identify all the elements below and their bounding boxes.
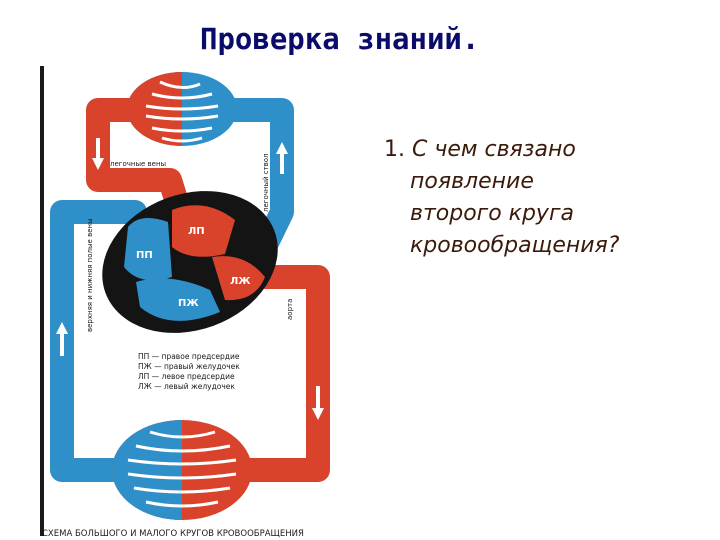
chamber-label-ra: ПП <box>136 250 153 261</box>
legend: ПП — правое предсердие ПЖ — правый желуд… <box>138 352 240 391</box>
question-line-3: второго круга <box>410 201 574 226</box>
aorta-path <box>245 265 330 482</box>
arrow-down-icon <box>312 386 324 420</box>
chamber-label-la: ЛП <box>188 226 205 237</box>
label-pulmonary-trunk: легочный ствол <box>262 153 270 212</box>
question-number: 1. <box>384 137 405 162</box>
legend-item: ЛП — левое предсердие <box>138 372 235 381</box>
legend-item: ПЖ — правый желудочек <box>138 362 240 371</box>
diagram-caption: СХЕМА БОЛЬШОГО И МАЛОГО КРУГОВ КРОВООБРА… <box>42 529 304 539</box>
question-line-1: С чем связано <box>412 137 576 162</box>
heart: ПП ПЖ ЛП ЛЖ <box>102 191 278 333</box>
label-pulmonary-veins: легочные вены <box>110 160 166 168</box>
left-atrium <box>172 205 235 257</box>
page-title: Проверка знаний. <box>200 22 480 56</box>
flow-arrows <box>56 138 324 420</box>
question-line-2: появление <box>410 169 534 194</box>
arrow-up-icon <box>276 142 288 174</box>
lung-capillaries <box>127 72 237 146</box>
arrow-up-icon <box>56 322 68 356</box>
circulation-diagram: ПП ПЖ ЛП ЛЖ легочные вены легочный ствол… <box>40 66 330 539</box>
arrow-down-icon <box>92 138 104 170</box>
body-capillaries <box>112 420 252 520</box>
chamber-label-lv: ЛЖ <box>230 276 251 287</box>
right-ventricle <box>136 278 220 321</box>
chamber-label-rv: ПЖ <box>178 298 199 309</box>
pulmonary-vein-path <box>86 98 192 216</box>
legend-item: ЛЖ — левый желудочек <box>138 382 235 391</box>
left-ventricle <box>212 256 265 301</box>
legend-item: ПП — правое предсердие <box>138 352 240 361</box>
left-border <box>40 66 44 536</box>
right-atrium <box>124 218 172 281</box>
question-text: 1. С чем связано появление второго круга… <box>384 134 684 262</box>
question-line-4: кровообращения? <box>410 233 620 258</box>
label-vena-cava: верхняя и нижняя полые вены <box>86 218 94 332</box>
label-aorta: аорта <box>286 299 294 320</box>
